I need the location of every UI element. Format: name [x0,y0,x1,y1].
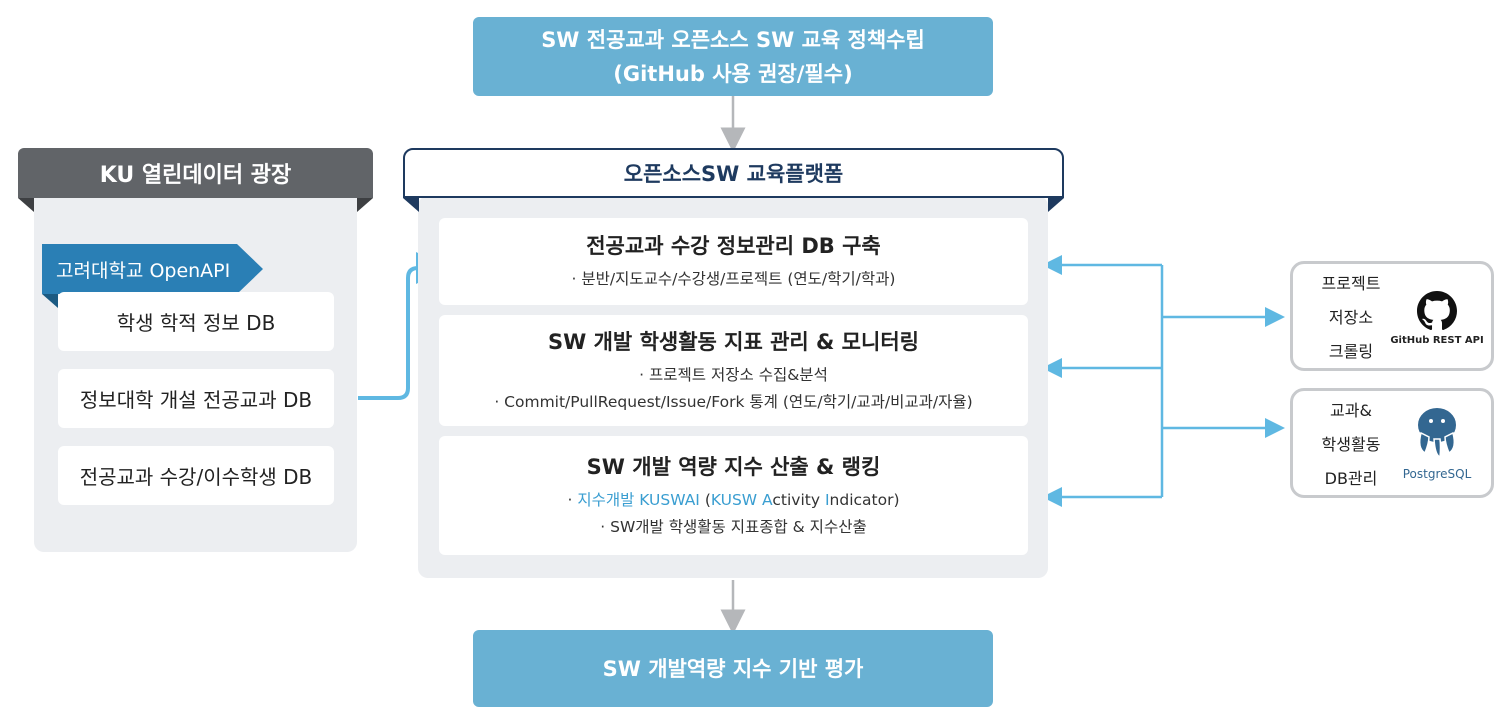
i-highlight: I [824,490,830,509]
postgres-db-box: 교과& 학생활동 DB관리 PostgreSQL [1290,388,1494,498]
postgres-box-text: 교과& 학생활동 DB관리 [1301,394,1401,496]
card-index-line-2: · SW개발 학생활동 지표종합 & 지수산출 [600,517,867,536]
policy-line-1: SW 전공교과 오픈소스 SW 교육 정책수립 [541,27,925,52]
left-item-course-db: 정보대학 개설 전공교과 DB [58,369,334,428]
left-header-folds [18,198,373,212]
text-seg: ctivity [772,490,825,509]
card-index-line-1: · 지수개발 KUSWAI (KUSW Activity Indicator) [567,487,899,514]
postgres-line-2: 학생활동 [1321,435,1381,454]
text-seg: ( [699,490,711,509]
card-course-db-line: · 분반/지도교수/수강생/프로젝트 (연도/학기/학과) [571,270,896,288]
policy-line-2: (GitHub 사용 권장/필수) [613,61,853,86]
kusw-a-highlight: KUSW A [710,490,773,509]
openapi-tab-arrow [237,244,263,294]
card-capability-index: SW 개발 역량 지수 산출 & 랭킹 · 지수개발 KUSWAI (KUSW … [439,436,1028,555]
left-item-enrollment-db: 전공교과 수강/이수학생 DB [58,446,334,505]
arrow-left-to-platform [358,252,448,400]
postgres-caption: PostgreSQL [1402,467,1472,481]
postgres-line-1: 교과& [1330,401,1372,420]
evaluation-box: SW 개발역량 지수 기반 평가 [473,630,993,707]
card-index-title: SW 개발 역량 지수 산출 & 랭킹 [586,454,881,479]
policy-box: SW 전공교과 오픈소스 SW 교육 정책수립 (GitHub 사용 권장/필수… [473,17,993,96]
card-activity-line-2: · Commit/PullRequest/Issue/Fork 통계 (연도/학… [494,392,973,411]
github-crawl-box: 프로젝트 저장소 크롤링 GitHub REST API [1290,261,1494,371]
card-activity-line-1: · 프로젝트 저장소 수집&분석 [639,365,828,384]
postgres-line-3: DB관리 [1324,469,1378,488]
left-item-student-db: 학생 학적 정보 DB [58,292,334,351]
card-activity-monitoring: SW 개발 학생활동 지표 관리 & 모니터링 · 프로젝트 저장소 수집&분석… [439,315,1028,426]
platform-header-folds [403,198,1064,212]
github-line-2: 저장소 [1328,308,1374,327]
ku-open-data-title: KU 열린데이터 광장 [18,148,373,198]
evaluation-label: SW 개발역량 지수 기반 평가 [602,656,864,681]
postgresql-icon [1416,406,1458,459]
openapi-tab-fold [42,294,58,308]
github-icon [1417,291,1457,331]
github-caption: GitHub REST API [1390,335,1484,346]
github-line-1: 프로젝트 [1321,274,1381,293]
openapi-tab: 고려대학교 OpenAPI [42,244,237,294]
card-course-db: 전공교과 수강 정보관리 DB 구축 · 분반/지도교수/수강생/프로젝트 (연… [439,218,1028,305]
bullet: · [567,490,578,509]
github-box-text: 프로젝트 저장소 크롤링 [1301,267,1401,369]
github-line-3: 크롤링 [1328,342,1374,361]
card-course-db-title: 전공교과 수강 정보관리 DB 구축 [586,234,881,258]
platform-title: 오픈소스SW 교육플랫폼 [403,148,1064,198]
text-seg: ndicator) [829,490,900,509]
kuswai-highlight: 지수개발 KUSWAI [577,490,700,509]
card-activity-title: SW 개발 학생활동 지표 관리 & 모니터링 [548,329,919,354]
